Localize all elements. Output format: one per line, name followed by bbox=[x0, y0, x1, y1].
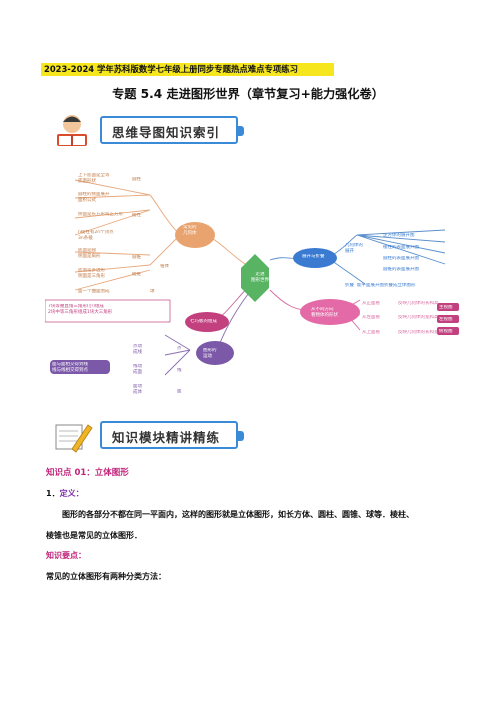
mm-leaf: 上下底面是全等 底面形状 bbox=[78, 173, 110, 184]
item-number: 1． bbox=[46, 489, 60, 498]
mindmap-banner: 思维导图知识索引 bbox=[50, 112, 244, 150]
mm-branch-views: 从不同方向 看物体的形状 bbox=[311, 307, 338, 318]
mm-leaf: 棱柱 bbox=[132, 213, 141, 218]
mm-leaf: 7块等腰直角三角形(小)组成 2块中等三角形组成1块大三角形 bbox=[48, 304, 113, 315]
mm-leaf: 圆柱的侧面展开 面积公式 bbox=[78, 192, 110, 203]
mm-leaf: 反映几何体的长和宽 bbox=[398, 330, 439, 335]
mm-branch-net: 展开与折叠 bbox=[302, 254, 325, 259]
banner-title: 知识模块精讲精练 bbox=[112, 430, 221, 445]
mm-leaf: 点动 成线 bbox=[133, 344, 142, 355]
definition-title: 1．定义： bbox=[46, 488, 84, 499]
mm-leaf: 从正面看 bbox=[362, 301, 380, 306]
center-node bbox=[241, 254, 269, 302]
mm-leaf: 圆柱的表面展开图 bbox=[383, 256, 419, 261]
mm-branch-motion: 图形的 运动 bbox=[203, 348, 217, 359]
definition-line-2: 棱锥也是常见的立体图形． bbox=[46, 531, 142, 540]
header-band: 2023-2024 学年苏科版数学七年级上册同步专题热点难点专项练习 bbox=[41, 63, 334, 76]
item-label: 定义： bbox=[59, 489, 84, 498]
mm-leaf: 面与面相交得到线 线与线相交得到点 bbox=[52, 362, 88, 373]
banner-frame: 思维导图知识索引 bbox=[100, 116, 244, 144]
banner-frame: 知识模块精讲精练 bbox=[100, 421, 244, 449]
banner-title: 思维导图知识索引 bbox=[112, 125, 221, 140]
mm-leaf: 圆柱 bbox=[132, 177, 141, 182]
mm-leaf: 正方体的展开图 bbox=[383, 233, 415, 238]
knowledge-banner: 知识模块精讲精练 bbox=[50, 417, 244, 455]
mm-leaf: 从左面看 bbox=[362, 315, 380, 320]
branch-motion bbox=[196, 341, 234, 365]
mm-tag: 俯视图 bbox=[439, 329, 453, 334]
mm-center-label: 走进 图形世界 bbox=[251, 272, 269, 283]
mm-leaf: n棱柱有2n个顶点 3n条棱 bbox=[78, 230, 114, 241]
mm-leaf: 线 bbox=[177, 368, 182, 373]
definition-line-1: 图形的各部分不都在同一平面内，这样的图形就是立体图形，如长方体、圆柱、圆锥、球等… bbox=[62, 510, 414, 519]
key-points-line: 常见的立体图形有两种分类方法： bbox=[46, 572, 166, 581]
section-heading: 知识点 01：立体图形 bbox=[46, 468, 129, 478]
mm-leaf: 面 bbox=[177, 389, 182, 394]
mm-leaf: 从上面看 bbox=[362, 330, 380, 335]
mm-tag: 主视图 bbox=[439, 305, 453, 310]
mm-leaf: 几何体的 展开 bbox=[345, 243, 363, 254]
mm-leaf: 能平面展开图折叠成立体图形 bbox=[357, 283, 416, 288]
mm-branch-solid: 常见的 几何体 bbox=[183, 225, 197, 236]
page-title: 专题 5.4 走进图形世界（章节复习+能力强化卷） bbox=[112, 87, 384, 101]
mm-leaf: 线动 成面 bbox=[133, 364, 142, 375]
mm-leaf: 棱柱的表面展开图 bbox=[383, 245, 419, 250]
mm-leaf: 点 bbox=[177, 346, 182, 351]
mm-leaf: 球 bbox=[150, 289, 155, 294]
key-points-heading: 知识要点： bbox=[46, 551, 86, 560]
mm-leaf: 折叠 bbox=[345, 283, 354, 288]
branch-net bbox=[293, 248, 337, 268]
mm-leaf: 侧面是长方形或正方形 bbox=[78, 212, 123, 217]
branch-solid bbox=[175, 222, 215, 248]
mm-leaf: 圆锥 bbox=[132, 255, 141, 260]
mm-branch-shapes: 七巧板的组成 bbox=[190, 319, 217, 324]
mm-tag: 左视图 bbox=[439, 317, 453, 322]
student-reading-icon bbox=[57, 115, 87, 146]
mm-leaf: 棱锥 bbox=[132, 272, 141, 277]
branch-views bbox=[300, 299, 360, 325]
mm-leaf: 反映几何体的长和高 bbox=[398, 301, 439, 306]
mm-leaf: 面一个曲面围成 bbox=[78, 289, 110, 294]
mm-leaf: 圆锥的表面展开图 bbox=[383, 267, 419, 272]
mm-leaf: 反映几何体的宽和高 bbox=[398, 315, 439, 320]
mm-leaf: 锥体 bbox=[160, 264, 169, 269]
mm-leaf: 面动 成体 bbox=[133, 384, 142, 395]
paper-pencil-icon bbox=[55, 424, 93, 453]
branch-shapes bbox=[185, 312, 229, 332]
mind-map bbox=[45, 179, 459, 376]
mm-leaf: 底面是多边形 侧面是三角形 bbox=[78, 268, 105, 279]
mm-leaf: 底面是圆 侧面是扇形 bbox=[78, 248, 101, 259]
